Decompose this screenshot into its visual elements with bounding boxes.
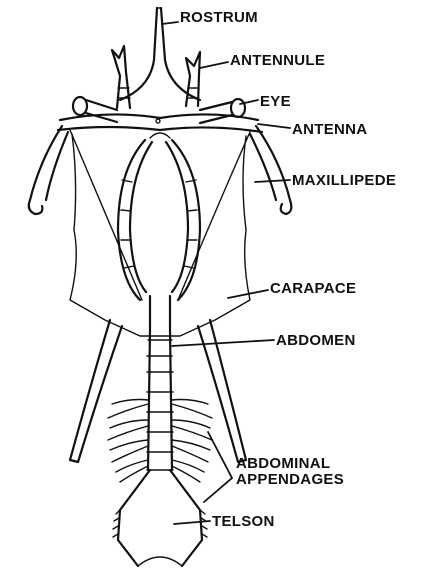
abdomen-drawing xyxy=(147,330,173,470)
label-abdominal-appendages-line-2: APPENDAGES xyxy=(236,472,344,488)
thorax-drawing xyxy=(150,296,170,330)
label-maxillipede: MAXILLIPEDE xyxy=(292,173,396,189)
antenna-drawing xyxy=(29,126,292,214)
posterior-spines-drawing xyxy=(70,320,246,462)
label-rostrum: ROSTRUM xyxy=(180,10,258,26)
label-abdomen: ABDOMEN xyxy=(276,333,356,349)
label-abdominal-appendages: ABDOMINAL APPENDAGES xyxy=(236,456,344,488)
label-antennule: ANTENNULE xyxy=(230,53,325,69)
label-eye: EYE xyxy=(260,94,291,110)
carapace-drawing xyxy=(70,134,250,336)
label-carapace: CARAPACE xyxy=(270,281,356,297)
head-drawing xyxy=(58,114,262,132)
label-abdominal-appendages-line-1: ABDOMINAL xyxy=(236,456,344,472)
telson-drawing xyxy=(113,470,207,566)
antennule-drawing xyxy=(112,46,200,108)
maxillipede-drawing xyxy=(70,130,250,300)
label-telson: TELSON xyxy=(212,514,275,530)
label-antenna: ANTENNA xyxy=(292,122,367,138)
